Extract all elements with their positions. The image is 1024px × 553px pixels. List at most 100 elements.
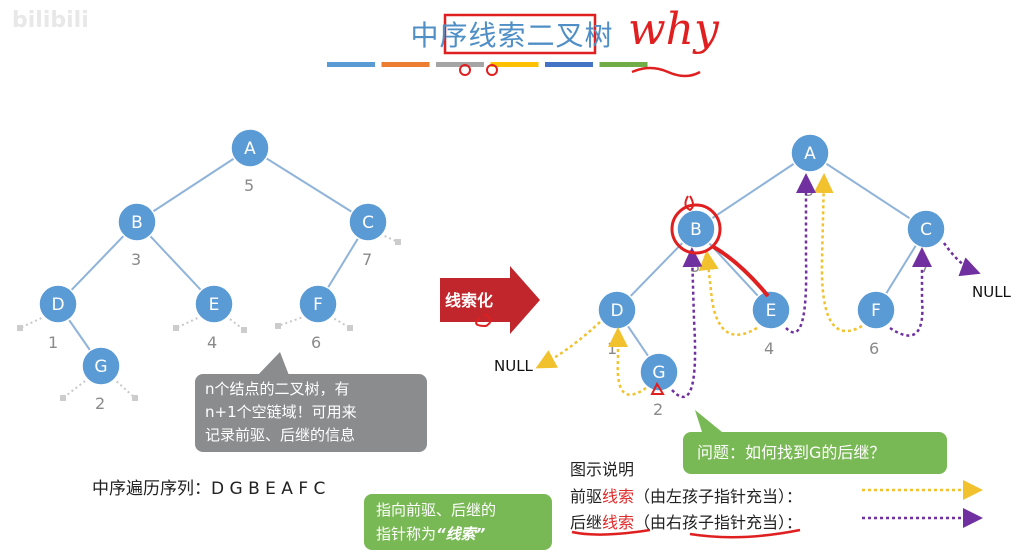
annotation-mark: [571, 528, 651, 536]
inorder-index: 4: [764, 339, 774, 358]
traversal-label: 中序遍历序列：: [92, 479, 211, 499]
succ-thread: [942, 242, 981, 277]
tree-node-label: G: [652, 363, 665, 383]
inorder-index: 5: [244, 176, 254, 195]
tree-node-e: [751, 290, 791, 330]
threading-label: 线索化: [445, 291, 494, 310]
legend-heading: 图示说明: [570, 460, 635, 479]
tree-node-label: E: [209, 295, 220, 315]
note-pointer: [255, 352, 290, 378]
null-link-stub: [277, 315, 307, 327]
tree-edge: [136, 147, 251, 223]
title-bar-segment: [599, 62, 648, 67]
inorder-index: 6: [311, 333, 321, 352]
tree-node-d: [38, 284, 78, 324]
null-link-marker: [347, 325, 353, 331]
tree-node-a: [230, 128, 270, 168]
annotation-mark: [689, 528, 801, 539]
tree-edge: [809, 152, 927, 230]
legend-pred: 前驱线索（由左孩子指针充当）：: [570, 483, 802, 507]
annotation-mark: [486, 64, 498, 76]
title-bar-segment: [545, 62, 593, 67]
inorder-index: 4: [207, 333, 217, 352]
watermark: bilibili: [12, 8, 89, 33]
annotation-mark: [684, 195, 694, 212]
annotation-mark: [475, 313, 492, 328]
null-link-stub: [225, 315, 245, 331]
legend-succ-b: 线索: [602, 513, 635, 532]
tree-node-label: C: [362, 213, 374, 233]
tree-node-label: C: [920, 220, 932, 240]
tree-node-c: [348, 202, 388, 242]
tree-node-f: [856, 290, 896, 330]
tree-node-label: F: [313, 295, 323, 315]
note-line: 记录前驱、后继的信息: [205, 426, 356, 444]
tree-edge: [695, 152, 811, 230]
null-link-stub: [62, 377, 90, 399]
tree-node-g: [639, 352, 679, 392]
thread-definition-note: 指向前驱、后继的 指针称为“线索”: [364, 494, 552, 550]
title-prefix: 中序: [410, 19, 469, 52]
tree-edge: [249, 147, 369, 223]
inorder-index: 5: [804, 181, 814, 200]
inorder-index: 3: [690, 257, 700, 276]
tree-node-a: [790, 133, 830, 173]
null-link-stub: [329, 315, 351, 329]
succ-thread: [785, 173, 816, 334]
inorder-index: 2: [95, 394, 105, 413]
question-suffix: ？: [869, 443, 886, 462]
why-annotation: why: [628, 4, 719, 55]
title-bar-segment: [436, 62, 484, 67]
null-label-right: NULL: [972, 283, 1011, 301]
title-bar-segment: [381, 62, 430, 67]
pred-thread: [698, 250, 758, 336]
tree-node-label: G: [94, 357, 107, 377]
null-link-marker: [17, 325, 23, 331]
legend-succ-a: 后继: [570, 513, 603, 532]
traversal-value: D G B E A F C: [211, 479, 326, 499]
null-link-marker: [275, 323, 281, 329]
title-bar-segment: [327, 62, 375, 67]
annotation-mark: [650, 381, 665, 395]
note-line: n+1个空链域！可用来: [205, 403, 357, 421]
inorder-index: 2: [653, 400, 663, 419]
tree-node-label: D: [610, 301, 623, 321]
null-link-marker: [395, 239, 401, 245]
succ-thread: [671, 247, 703, 398]
inorder-index: 1: [48, 333, 58, 352]
pred-thread: [813, 173, 863, 333]
note-line: n个结点的二叉树，有: [205, 380, 350, 398]
question-prefix: 问题：如何找到G的: [697, 443, 838, 462]
null-link-marker: [241, 327, 247, 333]
annotation-mark: [711, 244, 770, 298]
legend-succ: 后继线索（由右孩子指针充当）：: [570, 509, 802, 533]
empty-link-note: n个结点的二叉树，有 n+1个空链域！可用来 记录前驱、后继的信息: [195, 374, 427, 452]
inorder-index: 3: [131, 250, 141, 269]
null-link-stub: [19, 315, 47, 329]
title-boxed: 线索二叉树: [468, 19, 614, 52]
title-red-box: [443, 13, 597, 55]
note-line: 指针称为“线索”: [376, 522, 540, 546]
tree-node-f: [298, 284, 338, 324]
legend-pred-c: （由左孩子指针充当）：: [634, 487, 803, 506]
question-note: 问题：如何找到G的后继？: [683, 432, 947, 474]
thread-term: “线索”: [436, 525, 486, 543]
inorder-index: 6: [869, 339, 879, 358]
tree-node-label: D: [51, 295, 64, 315]
note-line: 指向前驱、后继的: [376, 501, 497, 519]
legend-succ-c: （由右孩子指针充当）：: [634, 513, 803, 532]
succ-thread: [889, 247, 932, 337]
tree-node-label: E: [766, 301, 777, 321]
legend-pred-a: 前驱: [570, 487, 603, 506]
question-underlined: 后继: [837, 443, 870, 462]
null-link-marker: [173, 325, 179, 331]
null-link-stub: [175, 315, 203, 329]
tree-node-label: A: [244, 139, 256, 159]
inorder-index: 1: [607, 339, 617, 358]
tree-node-label: B: [690, 220, 702, 240]
page-title: 中序线索二叉树: [0, 14, 1024, 54]
tree-node-label: B: [131, 213, 143, 233]
tree-node-e: [194, 284, 234, 324]
